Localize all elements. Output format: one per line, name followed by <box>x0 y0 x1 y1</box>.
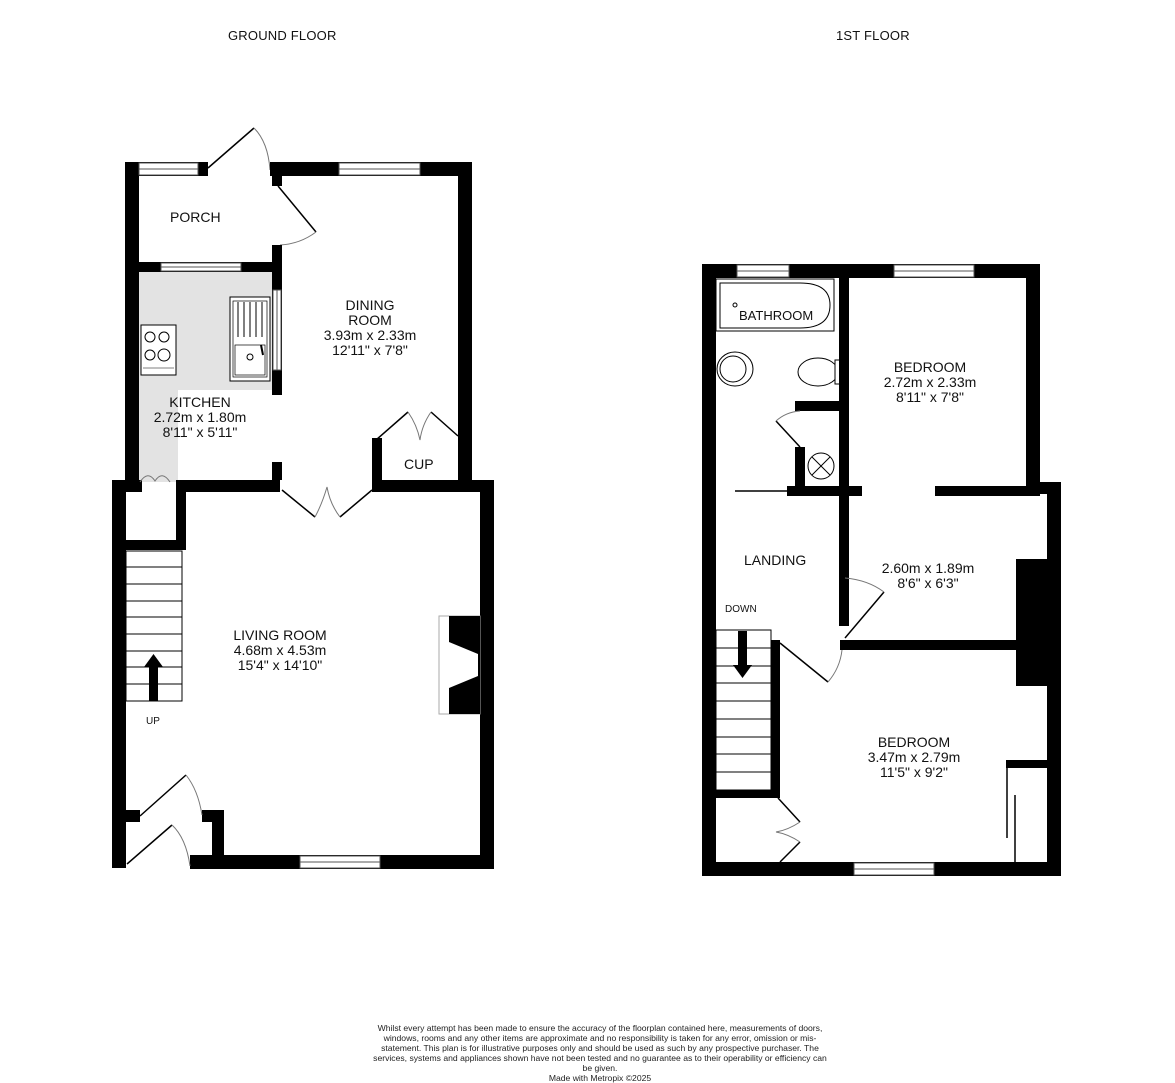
ground-floor-plan <box>112 127 494 869</box>
bath-icon <box>715 278 835 332</box>
wardrobe-icon <box>1006 760 1048 862</box>
room-metric: 3.93m x 2.33m <box>323 327 417 343</box>
living-right-wall <box>480 480 494 868</box>
first-right-wall <box>1047 482 1061 876</box>
toilet-icon <box>797 357 841 387</box>
room-name: LANDING <box>744 552 807 568</box>
credit-text: Made with Metropix ©2025 <box>548 1073 652 1083</box>
room-imperial: 8'11" x 7'8" <box>896 389 964 405</box>
bedroom2-label: 2.60m x 1.89m 8'6" x 6'3" <box>868 561 988 591</box>
room-metric: 2.72m x 2.33m <box>883 374 977 390</box>
room-name: BEDROOM <box>877 734 951 750</box>
room-name: CUP <box>404 456 434 472</box>
stairs-up-icon <box>125 550 183 702</box>
disclaimer-text: Whilst every attempt has been made to en… <box>373 1023 827 1073</box>
room-imperial: 8'6" x 6'3" <box>897 575 959 591</box>
room-metric: 2.72m x 1.80m <box>153 409 247 425</box>
bathroom-door <box>775 420 801 448</box>
bedroom3-label: BEDROOM 3.47m x 2.79m 11'5" x 9'2" <box>854 735 974 780</box>
chimney-breast <box>1016 559 1049 686</box>
front-door <box>126 774 203 867</box>
dining-room-label: DINING ROOM 3.93m x 2.33m 12'11" x 7'8" <box>300 298 440 358</box>
room-imperial: 11'5" x 9'2" <box>880 764 948 780</box>
bathroom-label: BATHROOM <box>739 308 813 323</box>
dining-right-wall <box>458 162 472 492</box>
stairs-down-label: DOWN <box>725 604 757 615</box>
room-name: LIVING ROOM <box>233 627 327 643</box>
dining-door <box>277 185 317 233</box>
room-name-2: ROOM <box>348 312 392 328</box>
room-imperial: 15'4" x 14'10" <box>237 657 323 673</box>
stairs-down-icon <box>715 629 772 791</box>
room-metric: 4.68m x 4.53m <box>233 642 327 658</box>
cupboard-label: CUP <box>404 457 434 472</box>
room-name: BATHROOM <box>739 308 814 323</box>
double-door-understairs <box>139 475 171 483</box>
hob-icon <box>140 324 177 376</box>
basin-icon <box>716 351 754 387</box>
double-door-dining-living <box>281 486 373 518</box>
room-metric: 3.47m x 2.79m <box>867 749 961 765</box>
living-room-label: LIVING ROOM 4.68m x 4.53m 15'4" x 14'10" <box>210 628 350 673</box>
porch-label: PORCH <box>170 210 221 225</box>
room-name: DINING <box>345 297 395 313</box>
first-left-wall <box>702 264 716 876</box>
stairs-up-label: UP <box>146 716 160 727</box>
bedroom3-door <box>779 642 829 683</box>
cupboard-wall <box>372 438 382 488</box>
fireplace-icon <box>438 615 481 715</box>
room-name: KITCHEN <box>169 394 231 410</box>
first-floor-title: 1ST FLOOR <box>836 28 910 43</box>
bedroom2-door <box>844 591 885 639</box>
porch-door <box>207 127 255 169</box>
disclaimer: Whilst every attempt has been made to en… <box>370 1023 830 1083</box>
double-door-cupboard <box>375 411 459 441</box>
room-name: PORCH <box>170 209 221 225</box>
bedroom1-label: BEDROOM 2.72m x 2.33m 8'11" x 7'8" <box>870 360 990 405</box>
kitchen-label: KITCHEN 2.72m x 1.80m 8'11" x 5'11" <box>140 395 260 440</box>
room-imperial: 8'11" x 5'11" <box>162 424 238 440</box>
first-floor-plan <box>702 264 1061 876</box>
extractor-fan-icon <box>807 452 835 480</box>
living-left-wall <box>112 480 126 868</box>
sink-icon <box>229 296 271 382</box>
ground-floor-title: GROUND FLOOR <box>228 28 337 43</box>
landing-label: LANDING <box>744 553 806 568</box>
room-imperial: 12'11" x 7'8" <box>332 342 408 358</box>
room-name: BEDROOM <box>893 359 967 375</box>
double-door-landing-cupboard <box>775 797 801 863</box>
room-metric: 2.60m x 1.89m <box>881 560 975 576</box>
porch-left-wall <box>125 162 139 480</box>
